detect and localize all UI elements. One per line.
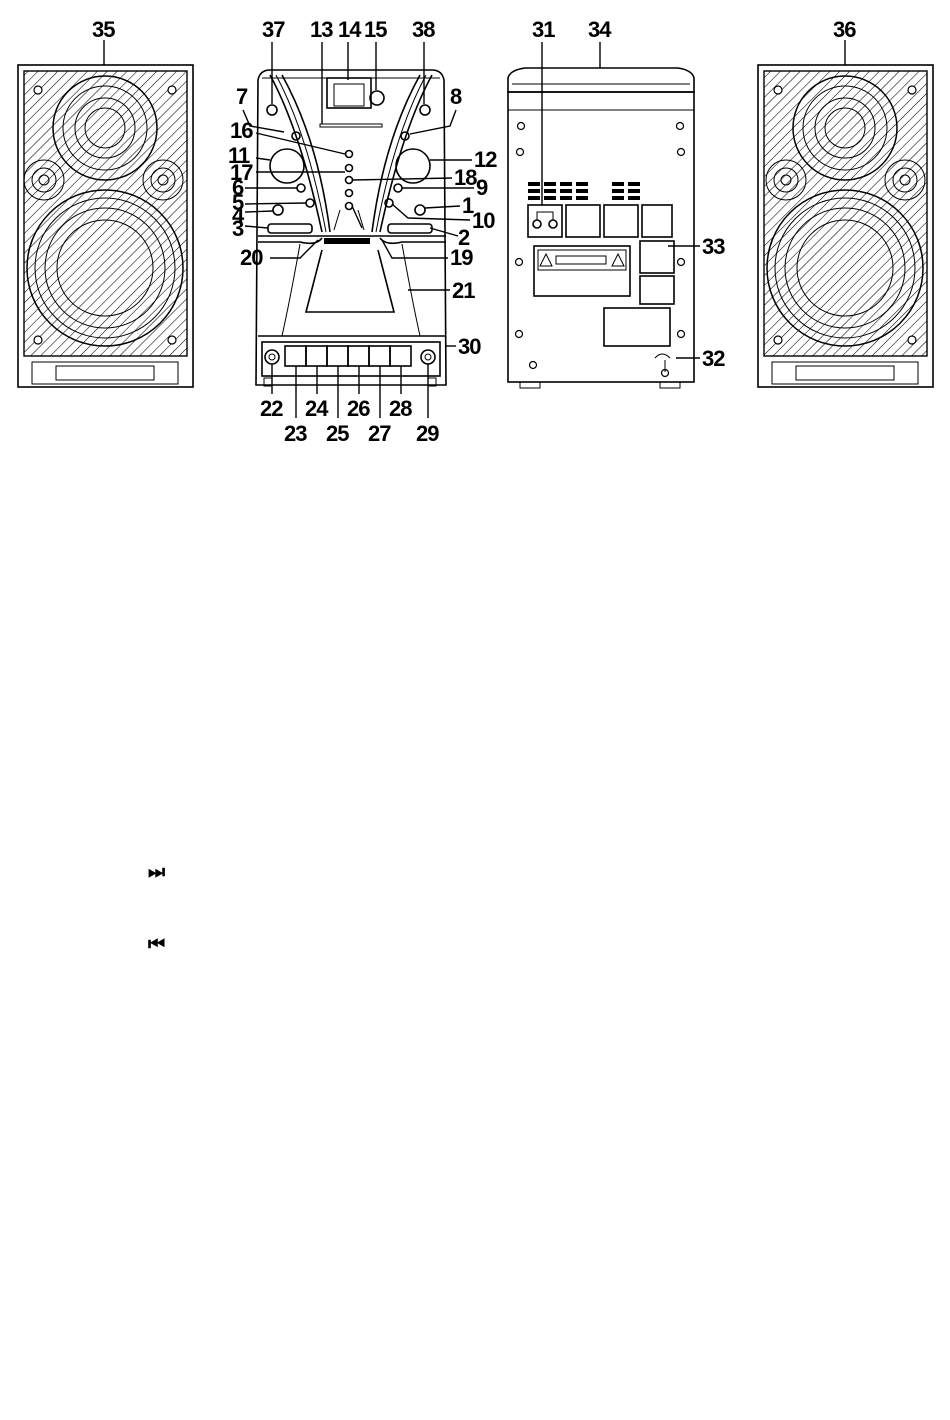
hifi-system-diagram: 35 37 13 14 15 38 31 34 36 7 8 16 11 12 … — [0, 0, 950, 450]
callout-24: 24 — [305, 396, 329, 421]
callout-23: 23 — [284, 421, 307, 446]
callout-18: 18 — [454, 165, 477, 190]
main-unit-front — [256, 70, 446, 386]
right-speaker — [758, 65, 933, 387]
callout-32: 32 — [702, 346, 725, 371]
callout-37: 37 — [262, 17, 285, 42]
callout-8: 8 — [450, 84, 462, 109]
callout-30: 30 — [458, 334, 481, 359]
callout-21: 21 — [452, 278, 475, 303]
callout-13: 13 — [310, 17, 333, 42]
callout-28: 28 — [389, 396, 412, 421]
callout-27: 27 — [368, 421, 391, 446]
callout-10: 10 — [472, 208, 495, 233]
callout-15: 15 — [364, 17, 387, 42]
callout-14: 14 — [338, 17, 362, 42]
callout-31: 31 — [532, 17, 555, 42]
callout-labels: 35 37 13 14 15 38 31 34 36 7 8 16 11 12 … — [92, 17, 856, 446]
callout-35: 35 — [92, 17, 115, 42]
callout-9: 9 — [476, 175, 488, 200]
previous-track-icon: ⏮ — [148, 934, 165, 954]
callout-26: 26 — [347, 396, 370, 421]
right-tweeter — [793, 76, 897, 180]
callout-33: 33 — [702, 234, 725, 259]
callout-22: 22 — [260, 396, 283, 421]
left-tweeter — [53, 76, 157, 180]
callout-3: 3 — [232, 216, 244, 241]
callout-19: 19 — [450, 245, 473, 270]
callout-16: 16 — [230, 118, 253, 143]
left-woofer — [27, 190, 183, 346]
callout-7: 7 — [236, 84, 248, 109]
callout-34: 34 — [588, 17, 612, 42]
callout-25: 25 — [326, 421, 349, 446]
callout-38: 38 — [412, 17, 435, 42]
callout-29: 29 — [416, 421, 439, 446]
callout-36: 36 — [833, 17, 856, 42]
callout-20: 20 — [240, 245, 263, 270]
left-speaker — [18, 65, 193, 387]
right-woofer — [767, 190, 923, 346]
callout-12: 12 — [474, 147, 497, 172]
next-track-icon: ⏭ — [148, 862, 165, 882]
back-vents — [528, 182, 640, 200]
main-unit-back — [508, 68, 694, 388]
